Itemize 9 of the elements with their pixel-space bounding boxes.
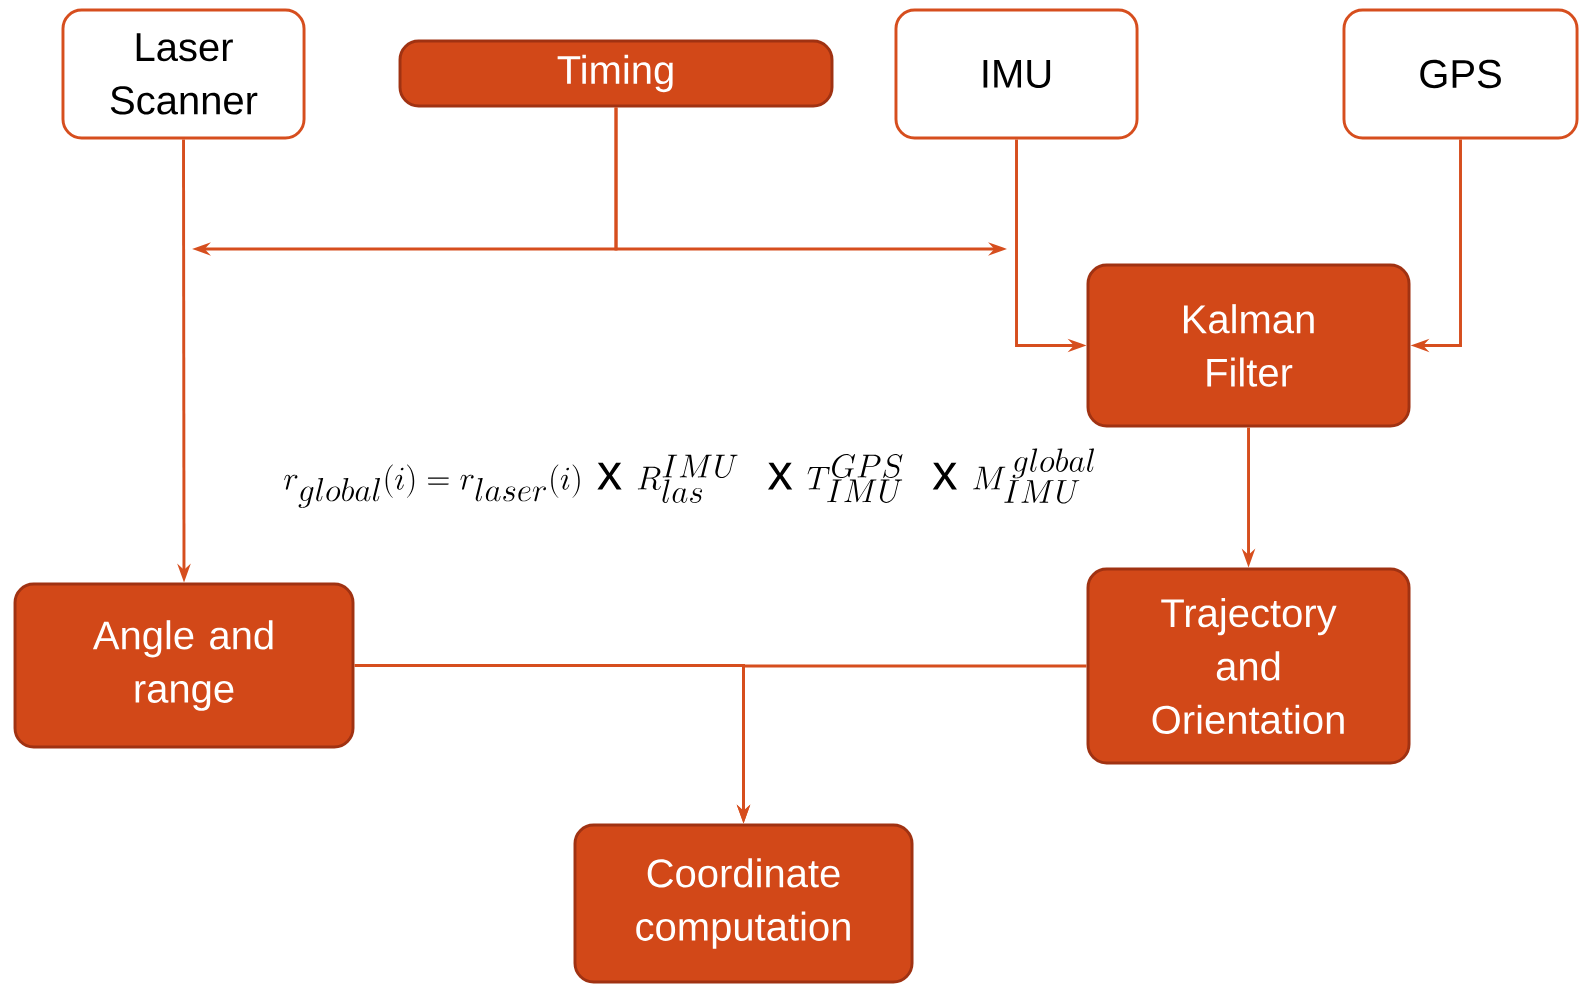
process-box: Angle and range [13, 582, 355, 749]
formula: $r_{global}(i) = r_{laser}(i)\ \mathrm{x}\ R^{IMU}_{las}\ \ \mathrm{x}\ T^{GPS}_{IMU}\ \ \mathrm{x}\ M^{\,global}_{IMU}$ [284, 448, 1095, 508]
process-box: Timing [398, 39, 834, 108]
process-box: Trajectory and Orientation [1086, 567, 1411, 765]
process-box: Coordinate computation [573, 823, 914, 984]
process-box: Kalman Filter [1086, 263, 1411, 428]
input-box: Laser Scanner [61, 8, 306, 140]
input-box: IMU [894, 8, 1139, 140]
input-box: GPS [1342, 8, 1579, 140]
